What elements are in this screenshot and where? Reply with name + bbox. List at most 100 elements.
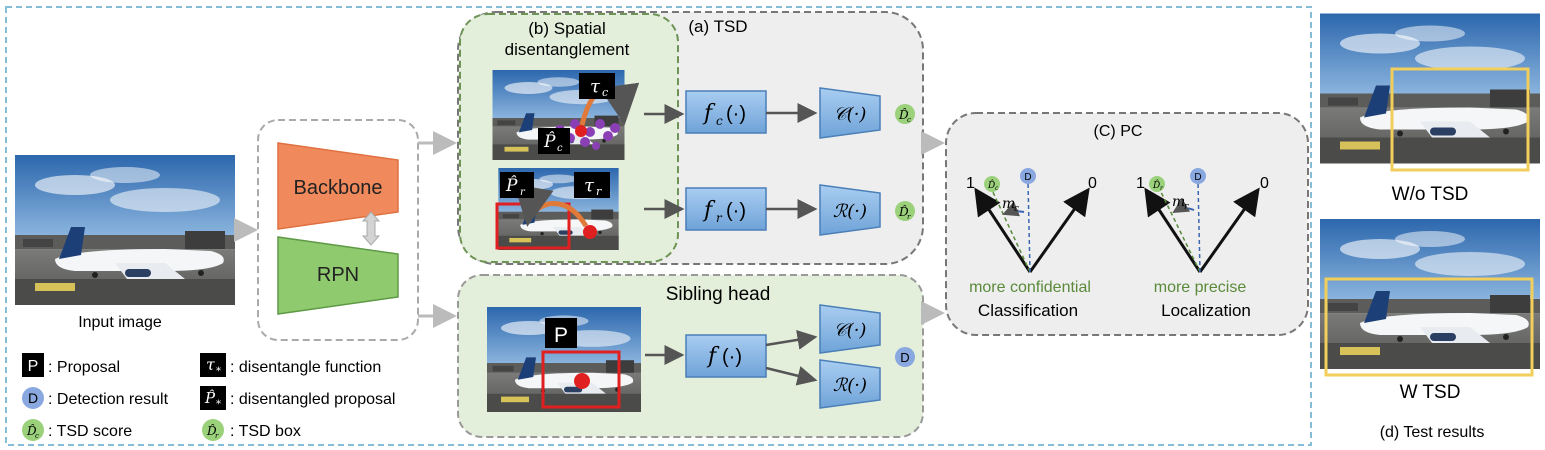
- fc-block: [685, 90, 767, 134]
- reg-head-top: [819, 184, 881, 236]
- reg-head-sib: [819, 359, 881, 409]
- pc-dr-text: D̂: [1152, 179, 1160, 191]
- rpn-block: [277, 236, 399, 315]
- cls-head-top: [819, 87, 881, 139]
- pc-d-right-text: D: [1194, 172, 1201, 183]
- pc-cls-axis-right: [1028, 187, 1090, 273]
- pc-loc-axis-right: [1198, 187, 1260, 273]
- result-w-box: [1324, 277, 1534, 377]
- pc-dc-text: D̂: [987, 179, 995, 191]
- legend-tsd-box: : TSD box: [230, 423, 301, 440]
- backbone-label: Backbone: [294, 177, 383, 199]
- spatial-title-1: (b) Spatial: [528, 19, 605, 38]
- pc-localization: Localization: [1161, 301, 1251, 320]
- main-frame: [5, 6, 1312, 446]
- p-c-text: P̂: [543, 132, 556, 152]
- legend-proposal-icon: [22, 353, 44, 377]
- pc-loc-zero: 0: [1260, 175, 1269, 192]
- legend-detection: : Detection result: [48, 391, 169, 408]
- pc-classification: Classification: [978, 301, 1078, 320]
- legend-detection-icon: [22, 387, 44, 409]
- p-c-badge: [538, 128, 570, 154]
- fc-args: (·): [726, 103, 746, 125]
- result-wo-label: W/o TSD: [1392, 184, 1469, 205]
- tau-c-text: τ: [590, 76, 601, 97]
- legend-tsd-score: : TSD score: [48, 423, 132, 440]
- pc-cls-axis-left: [974, 187, 1032, 273]
- legend-dc-text: D̂: [26, 423, 37, 438]
- spatial-title-2: disentanglement: [505, 40, 630, 59]
- backbone-rpn-group: [257, 119, 419, 341]
- pc-confidential: more confidential: [969, 279, 1091, 296]
- tau-r-sub: r: [596, 185, 602, 198]
- rpn-label: RPN: [317, 264, 359, 286]
- p-c-sub: c: [557, 143, 563, 154]
- pc-loc-axis-left: [1144, 187, 1202, 273]
- legend-tau-sub: *: [216, 366, 221, 377]
- result-w-label: W TSD: [1400, 382, 1461, 403]
- legend-pstar-icon: [200, 386, 226, 410]
- pc-loc-one: 1: [1136, 175, 1145, 192]
- reg-head-top-label: ℛ(·): [833, 201, 867, 222]
- tau-c-badge: [579, 73, 615, 99]
- detection-badge: [895, 347, 915, 367]
- d-r-text: D̂: [898, 204, 909, 219]
- pc-d-badge-right: [1190, 168, 1206, 184]
- reg-head-sib-label: ℛ(·): [833, 375, 867, 396]
- pc-mr-sub: r: [1184, 202, 1189, 212]
- pc-dr-sub: r: [1160, 185, 1164, 192]
- cls-head-sib-label: 𝒞(·): [834, 320, 867, 341]
- legend-tau-icon: [200, 353, 226, 377]
- legend-p-text: P: [28, 358, 39, 375]
- result-wo-box: [1390, 67, 1530, 172]
- tsd-score-badge: [895, 104, 915, 124]
- legend-disentangled-prop: : disentangled proposal: [230, 391, 395, 408]
- pc-container: [945, 112, 1309, 336]
- legend-disentangle-fn: : disentangle function: [230, 359, 381, 376]
- pc-cls-zero: 0: [1088, 175, 1097, 192]
- tau-c-sub: c: [602, 86, 608, 99]
- fr-sub: r: [716, 211, 723, 225]
- cls-head-top-label: 𝒞(·): [834, 104, 867, 125]
- backbone-block: [277, 142, 399, 230]
- tau-r-badge: [574, 172, 610, 198]
- f-block: [685, 334, 767, 378]
- f-args: (·): [722, 346, 742, 368]
- fc-sub: c: [716, 114, 723, 128]
- tsd-title: (a) TSD: [688, 17, 747, 36]
- result-wo-image: [1320, 13, 1540, 164]
- pc-precise: more precise: [1154, 279, 1247, 296]
- proposal-box: [541, 350, 621, 409]
- pc-mc-text: m: [1002, 196, 1015, 212]
- results-caption: (d) Test results: [1380, 424, 1485, 441]
- proposal-p-text: P: [554, 324, 568, 347]
- pc-d-badge-left: [1020, 168, 1036, 184]
- pc-title: (C) PC: [1094, 123, 1143, 140]
- pc-dc-badge: [984, 176, 1000, 192]
- input-image-label: Input image: [78, 314, 162, 331]
- p-r-text: P̂: [505, 176, 518, 196]
- proposal-p-badge: [545, 318, 577, 348]
- cls-head-sib: [819, 304, 881, 354]
- d-r-sub: r: [907, 213, 911, 221]
- p-r-sub: r: [520, 187, 526, 198]
- d-c-sub: c: [907, 116, 911, 124]
- legend-d-text: D: [28, 390, 38, 406]
- pc-d-left-text: D: [1024, 172, 1031, 183]
- legend-dc-sub: c: [35, 432, 39, 440]
- legend-pstar-text: P̂: [204, 389, 216, 407]
- legend-score-icon: [22, 419, 44, 441]
- pc-mr-text: m: [1172, 194, 1185, 210]
- legend-box-icon: [202, 419, 224, 441]
- p-r-badge: [500, 172, 534, 198]
- pc-mc-sub: c: [1014, 204, 1019, 214]
- d-c-text: D̂: [898, 107, 909, 122]
- tau-r-text: τ: [584, 175, 595, 196]
- legend-dr-sub: r: [215, 432, 219, 440]
- legend-tau-text: τ: [206, 355, 216, 374]
- sibling-title: Sibling head: [666, 284, 771, 305]
- tsd-box-badge: [895, 201, 915, 221]
- fr-args: (·): [726, 200, 746, 222]
- pc-dr-badge: [1149, 176, 1165, 192]
- detection-d-text: D: [900, 350, 909, 365]
